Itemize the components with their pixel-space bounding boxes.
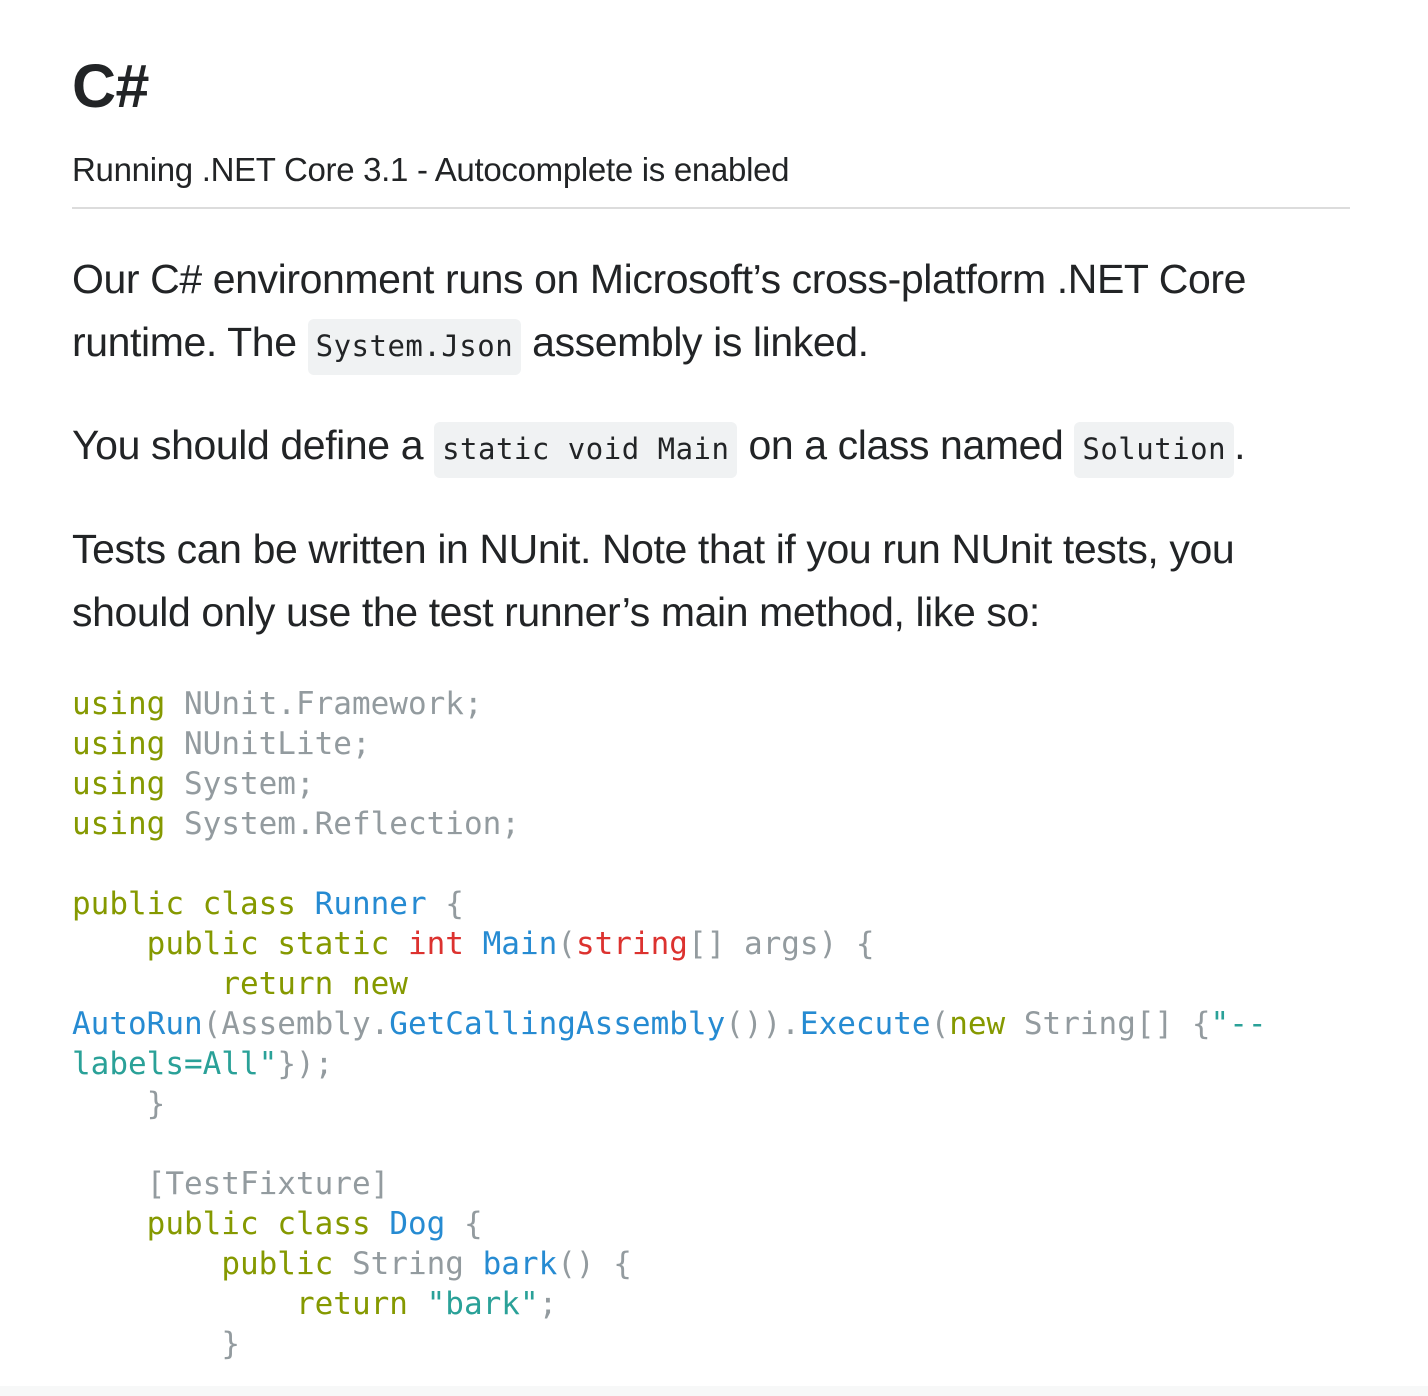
code-line-blank — [72, 844, 1267, 884]
paragraph-runtime: Our C# environment runs on Microsoft’s c… — [72, 248, 1350, 378]
code-line: public class Runner { — [72, 886, 464, 922]
code-line: using System.Reflection; — [72, 806, 520, 842]
paragraph-text: assembly is linked. — [521, 319, 869, 365]
paragraph-main: You should define a static void Main on … — [72, 414, 1350, 481]
paragraph-text: on a class named — [737, 422, 1075, 468]
code-line-blank — [72, 1124, 1267, 1164]
paragraph-text: You should define a — [72, 422, 435, 468]
bottom-edge — [0, 1386, 1428, 1396]
code-line: labels=All"}); — [72, 1046, 334, 1082]
code-line: public String bark() { — [221, 1246, 632, 1282]
code-line: [TestFixture] — [146, 1166, 390, 1202]
paragraph-nunit: Tests can be written in NUnit. Note that… — [72, 526, 1235, 635]
code-line: public static int Main(string[] args) { — [146, 926, 875, 962]
paragraph-text: . — [1234, 422, 1246, 468]
code-line: using System; — [72, 766, 315, 802]
inline-code-solution: Solution — [1074, 422, 1235, 478]
divider — [72, 207, 1350, 209]
code-line: return new — [221, 966, 408, 1002]
code-line: using NUnitLite; — [72, 726, 371, 762]
code-line: return "bark"; — [295, 1286, 558, 1322]
inline-code-system-json: System.Json — [307, 319, 522, 375]
inline-code-static-void-main: static void Main — [434, 422, 738, 478]
code-line: } — [146, 1086, 166, 1122]
page-title: C# — [72, 52, 149, 120]
paragraph-text: Our C# environment runs on Microsoft’s c… — [72, 256, 1247, 365]
code-line: } — [221, 1326, 240, 1362]
code-example: using NUnit.Framework; using NUnitLite; us… — [72, 684, 1267, 1364]
code-line: using NUnit.Framework; — [72, 686, 483, 722]
code-line: AutoRun(Assembly.GetCallingAssembly()).E… — [72, 1006, 1267, 1042]
code-line: public class Dog { — [146, 1206, 483, 1242]
runtime-subtitle: Running .NET Core 3.1 - Autocomplete is … — [72, 151, 790, 188]
